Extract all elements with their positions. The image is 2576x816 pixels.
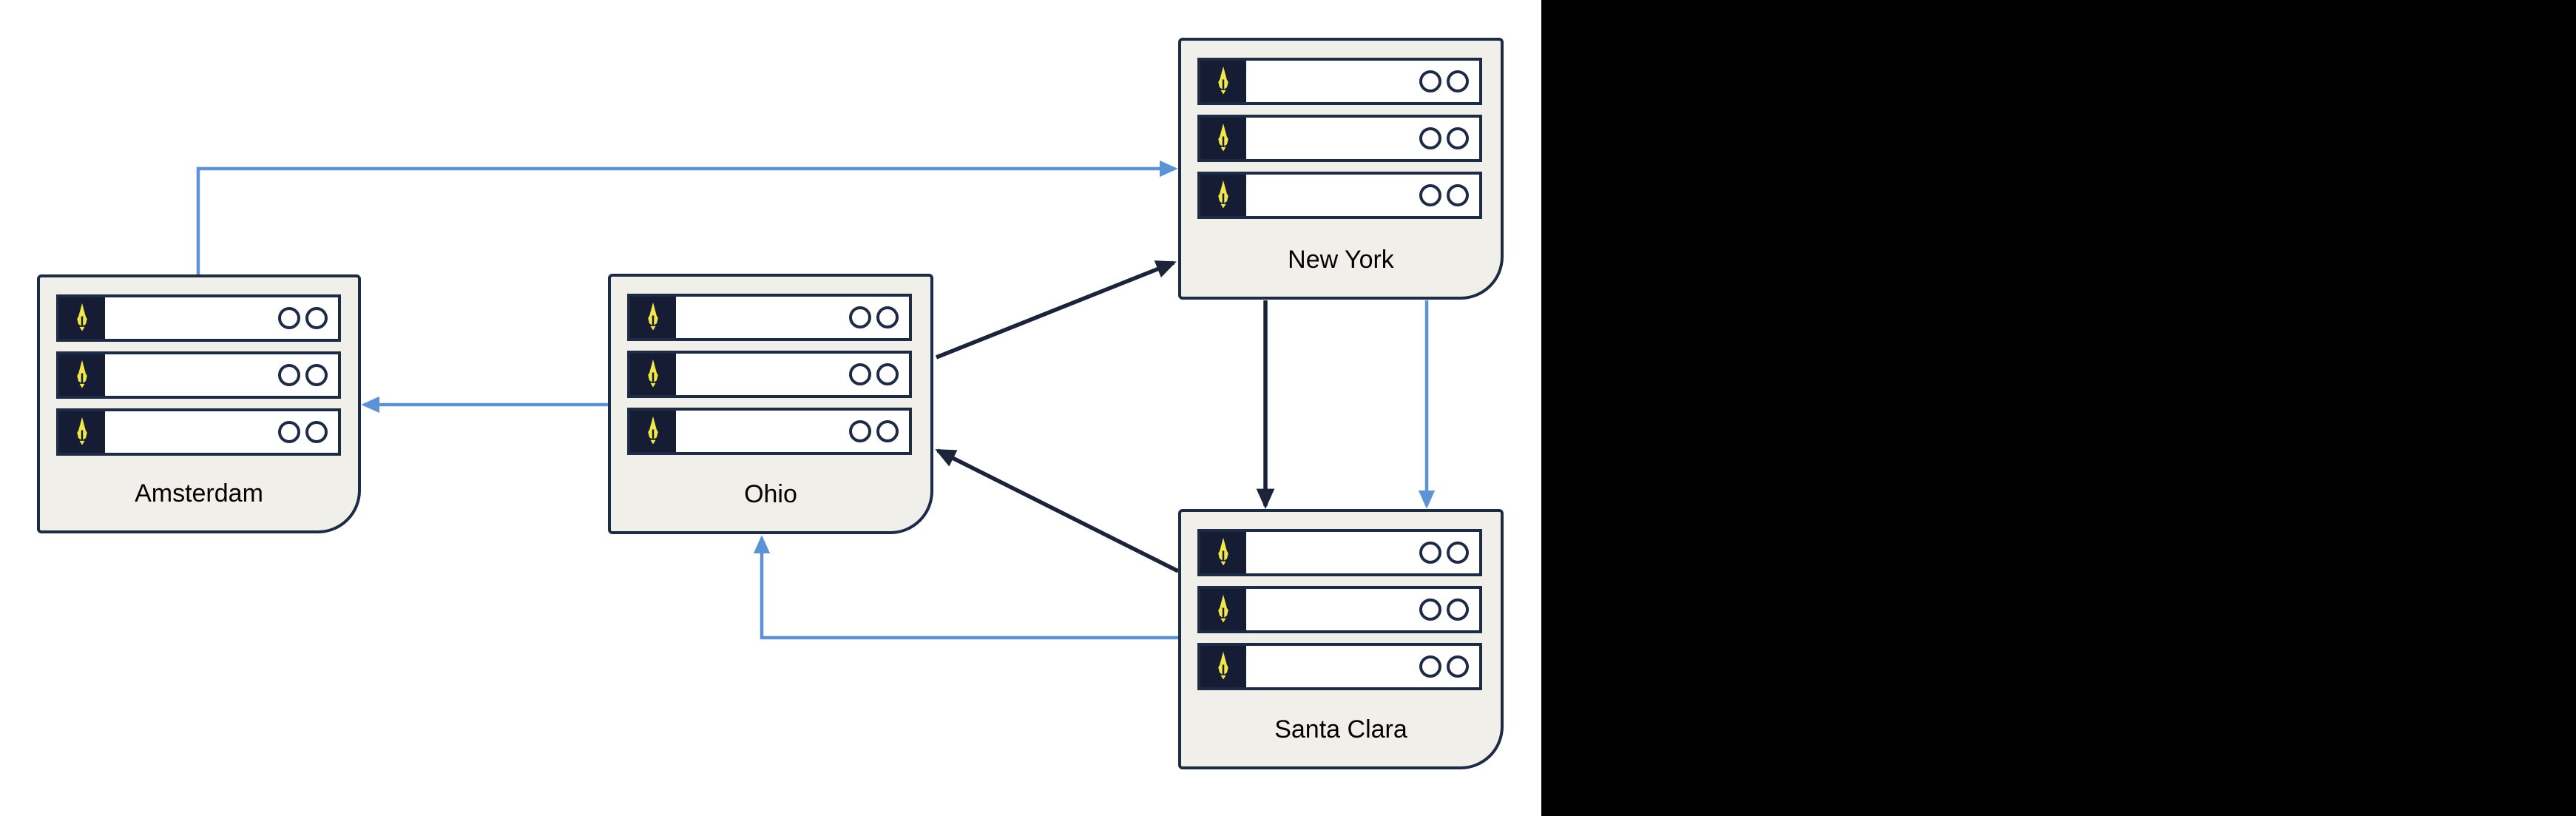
led-indicator	[1447, 127, 1469, 149]
letterbox-matte	[1541, 0, 2576, 816]
server-rack	[1197, 643, 1482, 690]
rocket-icon	[1200, 589, 1246, 630]
led-indicator	[1447, 655, 1469, 678]
server-leds	[1419, 70, 1479, 92]
node-label-amsterdam: Amsterdam	[135, 479, 263, 508]
edge-ohio-to-newyork	[935, 260, 1177, 360]
datacenter-node-amsterdam: Amsterdam	[37, 274, 361, 533]
led-indicator	[278, 364, 300, 386]
rocket-icon	[1200, 532, 1246, 573]
rocket-icon	[1200, 646, 1246, 687]
server-rack	[1197, 115, 1482, 162]
rocket-icon	[630, 297, 676, 338]
server-leds	[278, 421, 338, 443]
server-leds	[1419, 655, 1479, 678]
server-rack	[627, 408, 912, 455]
led-indicator	[305, 307, 328, 329]
led-indicator	[1419, 542, 1441, 564]
server-leds	[849, 420, 909, 442]
led-indicator	[1447, 70, 1469, 92]
server-leds	[1419, 127, 1479, 149]
server-rack	[1197, 172, 1482, 219]
led-indicator	[305, 421, 328, 443]
server-leds	[1419, 184, 1479, 206]
rocket-icon	[59, 354, 105, 396]
edge-santaclara-to-ohio-dark	[935, 448, 1180, 573]
led-indicator	[849, 420, 871, 442]
server-leds	[849, 363, 909, 385]
server-rack	[1197, 529, 1482, 576]
rocket-icon	[1200, 175, 1246, 216]
led-indicator	[849, 363, 871, 385]
led-indicator	[876, 306, 899, 328]
rocket-icon	[59, 411, 105, 453]
server-rack	[1197, 586, 1482, 633]
server-leds	[1419, 542, 1479, 564]
led-indicator	[1419, 127, 1441, 149]
edge-santaclara-to-ohio-blue	[753, 535, 1178, 640]
led-indicator	[1419, 184, 1441, 206]
led-indicator	[1447, 542, 1469, 564]
datacenter-node-newyork: New York	[1178, 38, 1504, 300]
server-rack	[56, 351, 341, 399]
led-indicator	[278, 421, 300, 443]
rocket-icon	[630, 354, 676, 395]
server-rack	[627, 351, 912, 398]
server-leds	[278, 364, 338, 386]
led-indicator	[1419, 70, 1441, 92]
rocket-icon	[1200, 61, 1246, 102]
server-rack	[627, 294, 912, 341]
led-indicator	[1447, 598, 1469, 621]
server-rack	[56, 294, 341, 342]
datacenter-node-ohio: Ohio	[608, 274, 933, 534]
node-label-santaclara: Santa Clara	[1274, 715, 1407, 743]
server-rack	[1197, 58, 1482, 105]
led-indicator	[849, 306, 871, 328]
node-label-newyork: New York	[1288, 246, 1394, 274]
led-indicator	[876, 420, 899, 442]
edge-amsterdam-to-newyork	[196, 160, 1178, 274]
led-indicator	[1447, 184, 1469, 206]
rocket-icon	[1200, 118, 1246, 159]
server-rack	[56, 408, 341, 456]
led-indicator	[1419, 655, 1441, 678]
node-label-ohio: Ohio	[744, 480, 797, 508]
rocket-icon	[59, 297, 105, 339]
server-leds	[278, 307, 338, 329]
server-leds	[1419, 598, 1479, 621]
led-indicator	[278, 307, 300, 329]
datacenter-node-santaclara: Santa Clara	[1178, 509, 1504, 769]
led-indicator	[305, 364, 328, 386]
led-indicator	[1419, 598, 1441, 621]
rocket-icon	[630, 411, 676, 452]
server-leds	[849, 306, 909, 328]
led-indicator	[876, 363, 899, 385]
